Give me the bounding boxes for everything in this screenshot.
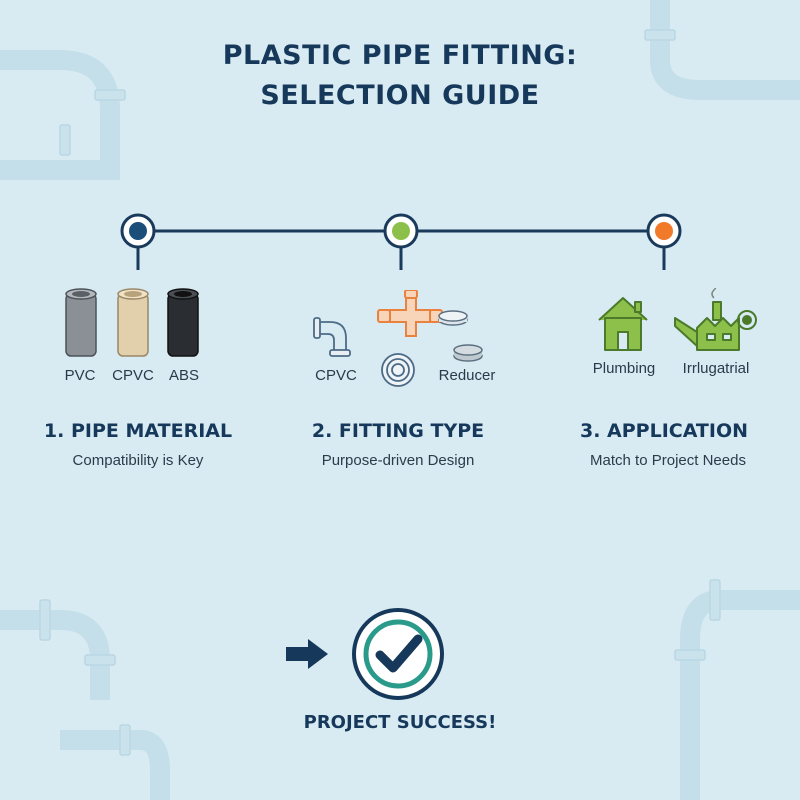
step-3-title: 3. APPLICATION — [579, 420, 749, 442]
success-graphic — [286, 608, 444, 700]
application-icons — [598, 288, 757, 351]
coupling-fitting-icon — [381, 353, 415, 387]
page-title-line-1: PLASTIC PIPE FITTING: — [222, 40, 578, 71]
timeline-node-1 — [120, 213, 156, 249]
step-3-subtitle: Match to Project Needs — [590, 452, 746, 469]
fitting-type-icons — [313, 290, 483, 387]
page-title-line-2: SELECTION GUIDE — [260, 80, 540, 111]
steps-timeline — [120, 213, 682, 270]
watering-can-factory-icon — [674, 301, 757, 351]
beige-pipe-icon — [117, 288, 149, 357]
pipe-material-icons — [65, 288, 199, 357]
timeline-node-2 — [383, 213, 419, 249]
checkmark-circle-icon — [352, 608, 444, 700]
timeline-node-3 — [646, 213, 682, 249]
cap-fitting-icon — [438, 310, 468, 326]
application-label-industrial: Irrlugatrial — [682, 360, 750, 377]
black-pipe-icon — [167, 288, 199, 357]
elbow-fitting-icon — [313, 317, 351, 357]
material-label-abs: ABS — [168, 367, 200, 384]
reducer-fitting-icon — [453, 344, 483, 362]
step-1-title: 1. PIPE MATERIAL — [43, 420, 233, 442]
step-2-title: 2. FITTING TYPE — [311, 420, 485, 442]
step-2-subtitle: Purpose-driven Design — [321, 452, 475, 469]
fitting-label-reducer: Reducer — [438, 367, 496, 384]
arrow-right-icon — [286, 639, 328, 669]
material-label-pvc: PVC — [64, 367, 96, 384]
gray-pipe-icon — [65, 288, 97, 357]
cross-tee-fitting-icon — [377, 290, 443, 337]
project-success-label: PROJECT SUCCESS! — [303, 712, 497, 733]
step-1-subtitle: Compatibility is Key — [72, 452, 204, 469]
fitting-label-cpvc: CPVC — [315, 367, 357, 384]
application-label-plumbing: Plumbing — [592, 360, 656, 377]
material-label-cpvc: CPVC — [112, 367, 154, 384]
house-icon — [598, 297, 648, 351]
